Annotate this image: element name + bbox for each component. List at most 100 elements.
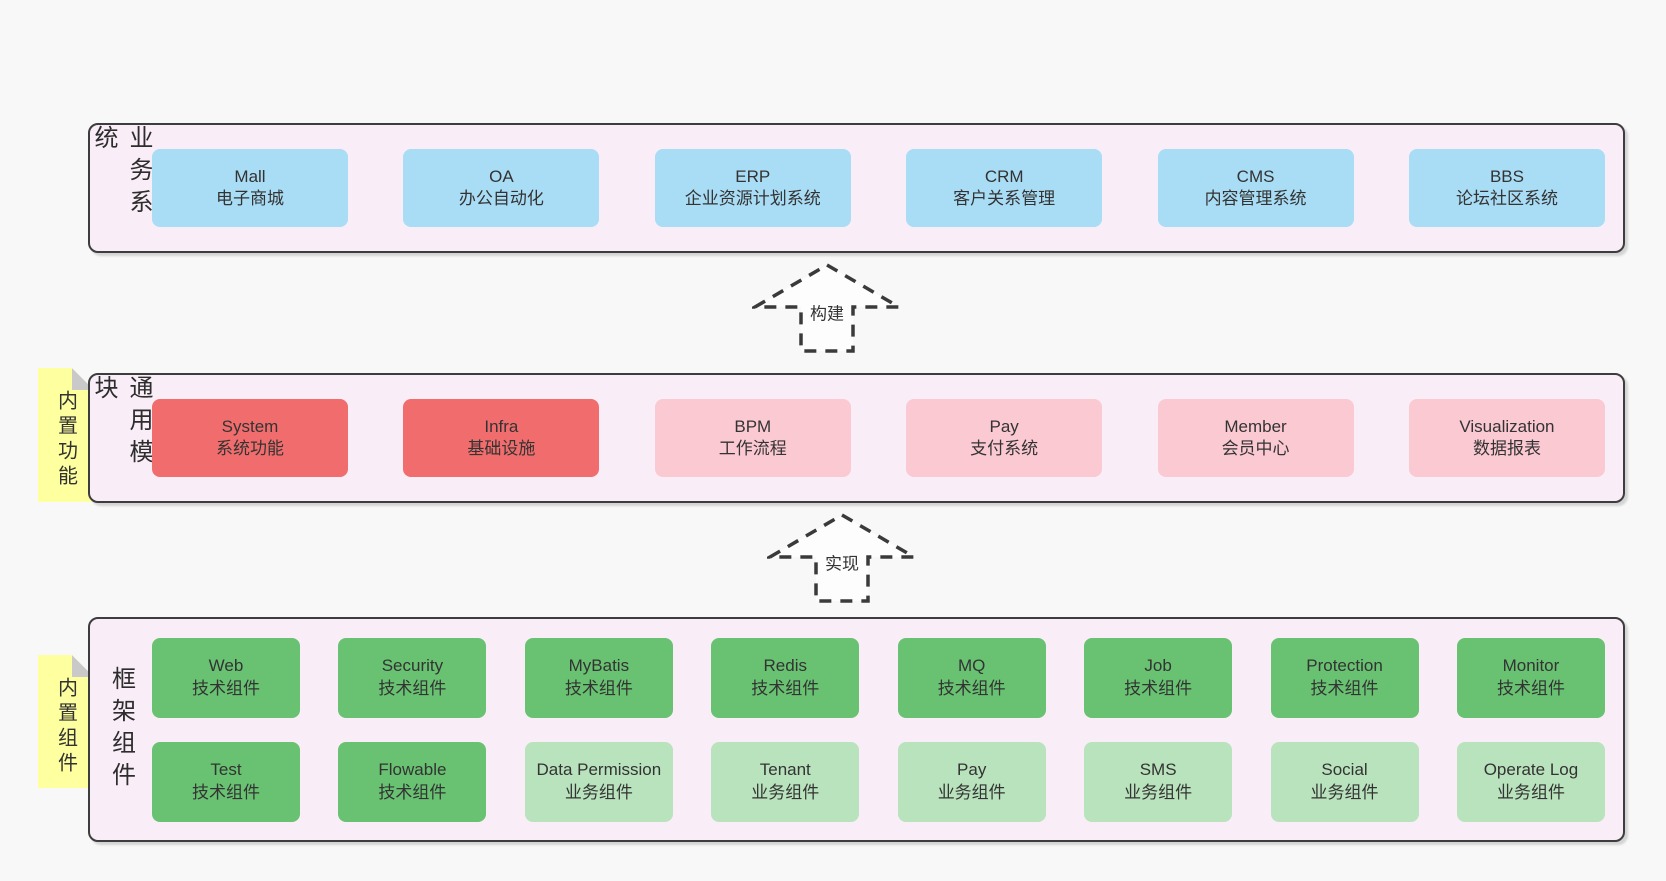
box-desc: 技术组件 [751,678,820,698]
arrow-build: 构建 [752,262,902,354]
sticky-built-in-components: 内置组件 [38,655,94,788]
box-name: Operate Log [1483,760,1579,780]
box-name: Web [208,656,244,676]
sticky-built-in-components-label: 内置组件 [54,676,77,777]
box-protection: Protection 技术组件 [1270,637,1419,718]
band-business-systems-content: Mall 电子商城 OA 办公自动化 ERP 企业资源计划系统 CRM 客户关系… [152,125,1623,251]
box-desc: 技术组件 [937,678,1006,698]
box-bpm: BPM 工作流程 [654,399,851,477]
box-monitor: Monitor 技术组件 [1456,637,1605,718]
box-desc: 技术组件 [1124,678,1193,698]
box-social: Social 业务组件 [1270,741,1419,822]
box-desc: 客户关系管理 [953,189,1056,208]
box-name: Test [210,760,242,780]
box-name: Job [1144,656,1172,676]
box-crm: CRM 客户关系管理 [906,149,1103,227]
box-tenant: Tenant 业务组件 [711,741,860,822]
box-desc: 技术组件 [378,782,447,802]
box-desc: 业务组件 [1124,782,1193,802]
box-visualization: Visualization 数据报表 [1408,399,1605,477]
box-redis: Redis 技术组件 [711,637,860,718]
box-desc: 数据报表 [1472,439,1541,458]
box-name: Social [1321,760,1368,780]
box-pay-biz: Pay 业务组件 [897,741,1046,822]
box-name: SMS [1139,760,1177,780]
box-name: BBS [1489,166,1524,186]
band-business-systems: 业务系统 Mall 电子商城 OA 办公自动化 ERP 企业资源计划系统 CRM… [88,123,1625,253]
box-web: Web 技术组件 [152,637,300,718]
box-desc: 内容管理系统 [1204,189,1307,208]
box-name: MQ [957,656,986,676]
box-desc: 技术组件 [1496,678,1565,698]
band-common-modules-content: System 系统功能 Infra 基础设施 BPM 工作流程 Pay 支付系统… [152,375,1623,501]
box-system: System 系统功能 [152,399,348,477]
box-name: System [221,416,279,436]
box-desc: 工作流程 [718,439,787,458]
box-name: Pay [989,416,1019,436]
box-name: OA [489,166,514,186]
box-test: Test 技术组件 [152,741,300,822]
box-desc: 企业资源计划系统 [684,189,821,208]
box-desc: 技术组件 [1310,678,1379,698]
box-erp: ERP 企业资源计划系统 [654,149,851,227]
box-sms: SMS 业务组件 [1084,741,1233,822]
framework-row-tech: Web 技术组件 Security 技术组件 MyBatis 技术组件 Redi… [152,637,1605,718]
box-desc: 电子商城 [216,189,284,208]
arrow-build-label: 构建 [807,299,847,325]
box-mall: Mall 电子商城 [152,149,348,227]
box-name: CRM [984,166,1024,186]
band-framework-components: 框架组件 Web 技术组件 Security 技术组件 MyBatis 技术组件… [88,617,1625,842]
box-pay: Pay 支付系统 [906,399,1103,477]
band-common-modules-label: 通用模块 [90,375,152,471]
box-job: Job 技术组件 [1084,637,1233,718]
box-name: BPM [734,416,772,436]
box-desc: 技术组件 [378,678,447,698]
box-name: Flowable [378,760,447,780]
box-desc: 办公自动化 [458,189,544,208]
box-mybatis: MyBatis 技术组件 [524,637,673,718]
box-name: Monitor [1502,656,1560,676]
box-desc: 系统功能 [216,439,284,458]
box-name: MyBatis [568,656,630,676]
box-desc: 技术组件 [192,678,260,698]
arrow-implement: 实现 [767,512,917,604]
box-name: Mall [234,166,266,186]
box-member: Member 会员中心 [1157,399,1354,477]
box-desc: 论坛社区系统 [1455,189,1558,208]
box-desc: 技术组件 [564,678,633,698]
box-desc: 业务组件 [1310,782,1379,802]
box-name: ERP [735,166,771,186]
box-name: Protection [1306,656,1383,676]
box-flowable: Flowable 技术组件 [338,741,487,822]
sticky-built-in-features-label: 内置功能 [54,390,77,490]
box-cms: CMS 内容管理系统 [1157,149,1354,227]
box-desc: 会员中心 [1221,439,1290,458]
box-name: Infra [484,416,519,436]
band-common-modules: 通用模块 System 系统功能 Infra 基础设施 BPM 工作流程 Pay… [88,373,1625,503]
box-name: Member [1224,416,1287,436]
box-name: CMS [1236,166,1275,186]
box-operate-log: Operate Log 业务组件 [1456,741,1605,822]
box-name: Data Permission [536,760,662,780]
box-desc: 支付系统 [970,439,1039,458]
box-oa: OA 办公自动化 [403,149,600,227]
box-desc: 业务组件 [564,782,633,802]
box-security: Security 技术组件 [338,637,487,718]
sticky-built-in-features: 内置功能 [38,368,94,502]
band-business-systems-label: 业务系统 [90,125,152,221]
box-mq: MQ 技术组件 [897,637,1046,718]
box-data-permission: Data Permission 业务组件 [524,741,673,822]
box-name: Visualization [1459,416,1555,436]
box-name: Pay [957,760,987,780]
arrow-implement-label: 实现 [822,549,862,575]
box-name: Tenant [759,760,811,780]
box-desc: 技术组件 [192,782,260,802]
box-desc: 基础设施 [467,439,536,458]
box-desc: 业务组件 [751,782,820,802]
box-desc: 业务组件 [1496,782,1565,802]
band-framework-components-content: Web 技术组件 Security 技术组件 MyBatis 技术组件 Redi… [152,619,1623,840]
box-bbs: BBS 论坛社区系统 [1408,149,1605,227]
framework-row-biz: Test 技术组件 Flowable 技术组件 Data Permission … [152,741,1605,822]
box-desc: 业务组件 [937,782,1006,802]
